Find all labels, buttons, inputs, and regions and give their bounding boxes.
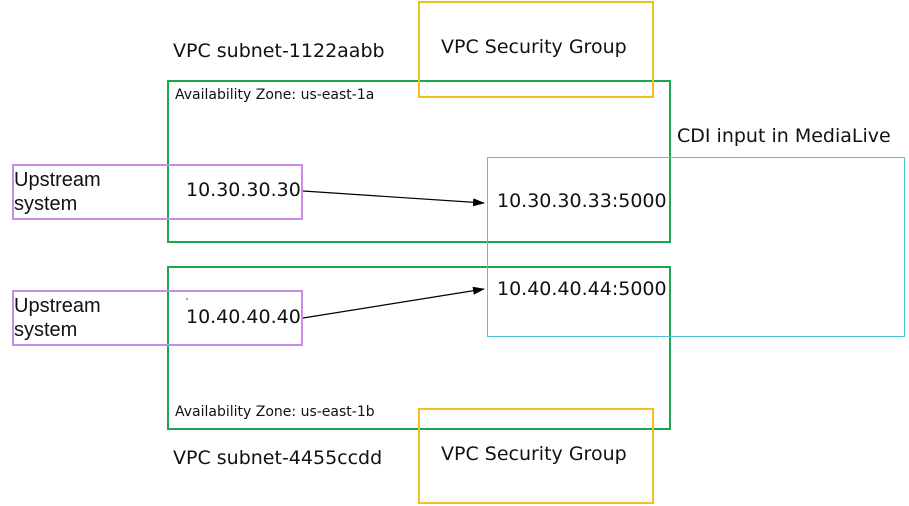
cdi-input-label: CDI input in MediaLive: [677, 125, 891, 147]
small-dot: [186, 298, 188, 300]
cdi-endpoint-b: 10.40.40.44:5000: [497, 278, 667, 300]
upstream-bottom-ip: 10.40.40.40: [186, 306, 301, 328]
upstream-bottom-line2: system: [14, 319, 78, 341]
upstream-system-box-top: [12, 164, 303, 220]
cdi-input-box: [487, 157, 905, 337]
upstream-top-line2: system: [14, 193, 78, 215]
security-group-top-label: VPC Security Group: [441, 36, 627, 58]
availability-zone-a-label: Availability Zone: us-east-1a: [175, 87, 375, 103]
upstream-bottom-line1: Upstream: [14, 295, 101, 317]
upstream-system-top-label: Upstream system: [14, 168, 101, 216]
security-group-box-bottom: [418, 408, 654, 504]
arrow-top: [302, 190, 485, 207]
upstream-top-ip: 10.30.30.30: [186, 179, 301, 201]
arrow-bottom: [302, 286, 485, 319]
subnet-a-label: VPC subnet-1122aabb: [173, 40, 385, 62]
upstream-system-bottom-label: Upstream system: [14, 294, 101, 342]
availability-zone-b-label: Availability Zone: us-east-1b: [175, 404, 375, 420]
subnet-b-label: VPC subnet-4455ccdd: [173, 447, 383, 469]
cdi-endpoint-a: 10.30.30.33:5000: [497, 190, 667, 212]
security-group-box-top: [418, 1, 654, 98]
security-group-bottom-label: VPC Security Group: [441, 443, 627, 465]
upstream-system-box-bottom: [12, 290, 303, 346]
upstream-top-line1: Upstream: [14, 169, 101, 191]
